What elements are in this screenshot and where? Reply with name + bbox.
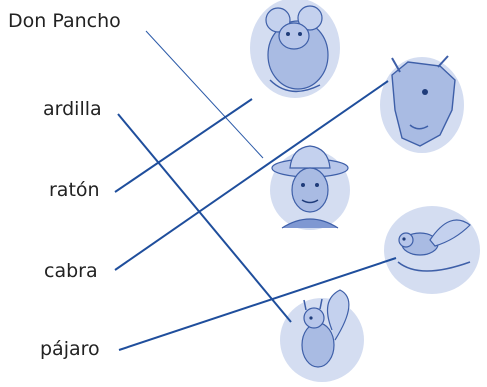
line-raton-to-mouse [115, 99, 252, 192]
squirrel-icon [280, 290, 364, 382]
label-ardilla: ardilla [43, 100, 102, 119]
label-don-pancho: Don Pancho [8, 12, 121, 31]
line-ardilla-to-squirrel [118, 114, 291, 322]
label-raton: ratón [49, 181, 100, 200]
bird-icon [384, 206, 480, 294]
label-cabra: cabra [44, 262, 98, 281]
line-don-pancho-to-man [146, 31, 263, 158]
man-with-hat-icon [270, 146, 350, 230]
goat-icon [380, 56, 464, 153]
label-pajaro: pájaro [40, 340, 100, 359]
mouse-icon [250, 0, 340, 98]
